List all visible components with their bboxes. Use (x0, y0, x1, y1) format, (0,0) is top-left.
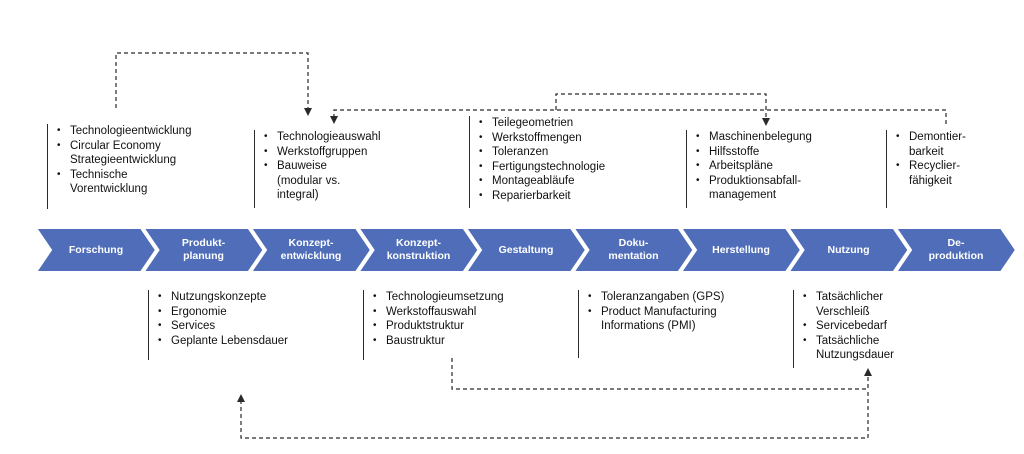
bullet-item: Servicebedarf (800, 319, 894, 334)
feedback-arrow-construction-usage (451, 358, 872, 390)
bullet-item: Technologieauswahl (261, 130, 381, 145)
bullet-item: Recyclier- fähigkeit (893, 159, 966, 188)
chevron-label: Konzept- entwicklung (280, 237, 342, 262)
bullet-item: Tatsächlicher Verschleiß (800, 290, 894, 319)
chevron-label: De- produktion (928, 237, 984, 262)
chevron-label: Forschung (68, 243, 124, 256)
bullet-item: Produktionsabfall- management (693, 174, 812, 203)
chevron-step-3 (356, 227, 480, 273)
feedback-arrow-usage-planning (237, 392, 869, 439)
chevron-step-8 (894, 227, 1018, 273)
bullet-item: Produktstruktur (370, 319, 504, 334)
top-box-deproduction: Demontier- barkeitRecyclier- fähigkeit (886, 130, 966, 208)
chevron-label: Doku- mentation (608, 237, 659, 262)
bullet-item: Arbeitspläne (693, 159, 812, 174)
bullet-item: Toleranzen (476, 145, 605, 160)
top-box-manufacturing: MaschinenbelegungHilfsstoffeArbeitspläne… (686, 130, 812, 208)
feedback-arrow-research-concept (115, 52, 312, 116)
chevron-step-2 (249, 227, 373, 273)
bullet-item: Werkstoffgruppen (261, 145, 381, 160)
top-box-design: TeilegeometrienWerkstoffmengenToleranzen… (469, 116, 605, 208)
bottom-box-usage: Tatsächlicher VerschleißServicebedarfTat… (793, 290, 894, 368)
bullet-item: Circular Economy Strategieentwicklung (54, 139, 191, 168)
top-box-research: TechnologieentwicklungCircular Economy S… (47, 124, 191, 209)
bullet-item: Teilegeometrien (476, 116, 605, 131)
bullet-item: Bauweise (modular vs. integral) (261, 159, 381, 203)
bullet-item: Werkstoffauswahl (370, 305, 504, 320)
top-box-concept-development: TechnologieauswahlWerkstoffgruppenBauwei… (254, 130, 381, 208)
bullet-item: Nutzungskonzepte (155, 290, 288, 305)
bullet-item: Maschinenbelegung (693, 130, 812, 145)
chevron-step-6 (679, 227, 803, 273)
bullet-item: Tatsächliche Nutzungsdauer (800, 334, 894, 363)
process-chevrons (34, 227, 1018, 273)
bullet-item: Demontier- barkeit (893, 130, 966, 159)
chevron-step-5 (571, 227, 695, 273)
bullet-item: Hilfsstoffe (693, 145, 812, 160)
chevron-step-7 (786, 227, 910, 273)
bullet-item: Baustruktur (370, 334, 504, 349)
bullet-item: Technologieentwicklung (54, 124, 191, 139)
chevron-label: Nutzung (827, 243, 870, 256)
bullet-item: Montageabläufe (476, 174, 605, 189)
feedback-arrow-design-manufacturing (555, 93, 770, 126)
chevron-step-4 (464, 227, 588, 273)
feedback-arrow-deproduction-concept (330, 109, 947, 124)
bullet-item: Geplante Lebensdauer (155, 334, 288, 349)
bullet-item: Services (155, 319, 288, 334)
chevron-label: Herstellung (712, 243, 770, 256)
bullet-item: Reparierbarkeit (476, 189, 605, 204)
bottom-box-documentation: Toleranzangaben (GPS)Product Manufacturi… (578, 290, 724, 358)
bullet-item: Fertigungstechnologie (476, 160, 605, 175)
bullet-item: Ergonomie (155, 305, 288, 320)
bullet-item: Technologieumsetzung (370, 290, 504, 305)
chevron-step-0 (34, 227, 158, 273)
bullet-item: Technische Vorentwicklung (54, 168, 191, 197)
bottom-box-concept-construction: TechnologieumsetzungWerkstoffauswahlProd… (363, 290, 504, 360)
bullet-item: Product Manufacturing Informations (PMI) (585, 305, 724, 334)
bullet-item: Werkstoffmengen (476, 131, 605, 146)
bottom-box-product-planning: NutzungskonzepteErgonomieServicesGeplant… (148, 290, 288, 360)
chevron-label: Gestaltung (498, 243, 554, 256)
chevron-step-1 (141, 227, 265, 273)
bullet-item: Toleranzangaben (GPS) (585, 290, 724, 305)
chevron-label: Konzept- konstruktion (386, 237, 451, 262)
chevron-label: Produkt- planung (181, 237, 226, 262)
